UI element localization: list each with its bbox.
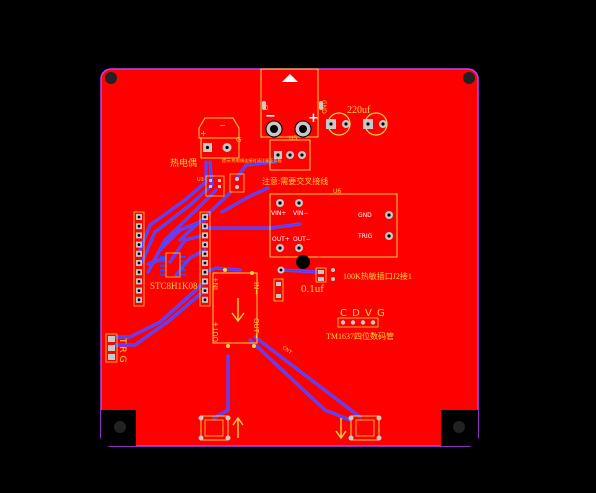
jack-minus-label: −: [265, 109, 276, 124]
mcu-pin-hole: [203, 298, 207, 302]
jack-pin-label: 0: [264, 104, 268, 112]
jack-plus-label: +: [308, 111, 319, 126]
resistor-r1: [273, 266, 285, 302]
mcu-pin-hole: [137, 243, 141, 247]
mcu-pin-hole: [203, 252, 207, 256]
mcu-pin-hole: [137, 280, 141, 283]
mcu-pin-hole: [137, 270, 141, 274]
tm1637-label: TM1637四位数码管: [326, 331, 394, 341]
out-plus-label: OUT+: [212, 321, 220, 342]
thermo-g-label: G: [236, 136, 241, 144]
arrow-down-icon: [335, 418, 347, 440]
trg-label: T R G: [117, 337, 127, 362]
mcu-chip-lead: [180, 256, 186, 258]
cap-01-label: 0.1uf: [301, 283, 324, 295]
cross-wire-note: 注意:需要交叉接线: [262, 176, 328, 186]
mcu-pin-hole: [203, 243, 207, 247]
mcu-pin-hole: [137, 289, 141, 292]
thermocouple-label: 热电偶: [170, 157, 197, 168]
mcu-pin-hole: [203, 289, 207, 292]
thermo-minus-label: −: [219, 121, 226, 130]
u5-tag: U5: [289, 135, 297, 142]
fiducial: [296, 255, 310, 269]
thermocouple-amp-u3: U3 注意:需要交叉接线: [197, 173, 328, 197]
mcu-pin-hole: [203, 215, 207, 219]
jack-gnd-label: GND: [320, 100, 327, 114]
button-down[interactable]: [335, 415, 382, 441]
mount-hole-bottom-left: [114, 421, 126, 433]
cap-220-label: 220uf: [347, 105, 371, 116]
u3-tag: U3: [197, 177, 204, 183]
vin-minus-label: VIN−: [293, 210, 308, 217]
capacitor-220uf: 220uf: [326, 105, 388, 136]
cnt-label: CNT: [281, 345, 294, 357]
mcu-chip-lead: [180, 269, 186, 272]
mcu-pin-hole: [137, 234, 141, 237]
tm1637-header: C D V G TM1637四位数码管: [326, 308, 394, 341]
mcu-chip-lead: [160, 269, 166, 272]
signal-module: IN+ IN− OUT+ OUT−: [212, 268, 260, 348]
mcu-pin-hole: [137, 298, 141, 302]
capacitor-0-1uf: 0.1uf: [301, 283, 324, 295]
in-minus-label: IN−: [252, 282, 260, 295]
mcu-chip-lead: [180, 273, 186, 276]
out-minus-top-label: OUT−: [293, 236, 311, 243]
mcu-pin-hole: [137, 224, 141, 228]
mcu-chip-lead: [180, 264, 186, 267]
trg-header: T R G: [105, 333, 127, 362]
relay-gnd-label: GND: [358, 212, 372, 219]
mcu-chip-stc8h1k08: STC8H1K08: [150, 252, 198, 291]
mount-hole-bottom-right: [453, 421, 465, 433]
mcu-pin-hole: [203, 234, 207, 237]
mcu-pin-hole: [137, 252, 141, 256]
mcu-label: STC8H1K08: [150, 281, 198, 291]
u6-tag: U6: [333, 188, 341, 195]
mcu-chip-lead: [160, 260, 166, 263]
voltage-regulator-u5: U5: [269, 135, 311, 171]
in-plus-label: IN+: [212, 277, 220, 290]
mcu-pin-hole: [203, 261, 207, 265]
mount-hole-top-left: [105, 72, 117, 84]
out-plus-top-label: OUT+: [272, 236, 290, 243]
mcu-pin-hole: [203, 270, 207, 274]
tm-pins-label: C D V G: [340, 308, 386, 319]
out-minus-label: OUT−: [252, 318, 260, 339]
vin-plus-label: VIN+: [271, 210, 286, 217]
mcu-chip-lead: [160, 264, 166, 267]
thermocouple-connector: + − G 热电偶 提示:热电偶连接时请注意正负极: [170, 117, 283, 168]
mcu-pin-hole: [137, 215, 141, 219]
mcu-chip-lead: [180, 260, 186, 263]
mcu-pin-hole: [137, 261, 141, 265]
ntc-connector: 100K热敏插口J2接1: [315, 267, 412, 283]
mount-hole-top-right: [463, 72, 475, 84]
mcu-headers: [133, 211, 211, 307]
mcu-pin-hole: [203, 224, 207, 228]
relay-trig-label: TRIG: [357, 233, 373, 240]
mcu-pin-hole: [203, 280, 207, 283]
mcu-chip-lead: [160, 256, 166, 258]
arrow-up-icon: [232, 416, 244, 438]
dc-power-jack: − + 0 GND: [260, 68, 327, 138]
thermocouple-note: 提示:热电偶连接时请注意正负极: [222, 157, 283, 164]
mcu-pins: [136, 214, 208, 303]
relay-module-u6: U6 VIN+ VIN− OUT+ OUT− GND TRIG: [269, 188, 398, 258]
button-up[interactable]: [198, 415, 244, 441]
ntc-label: 100K热敏插口J2接1: [343, 271, 412, 281]
mcu-chip-lead: [160, 273, 166, 276]
thermo-plus-label: +: [200, 129, 207, 138]
